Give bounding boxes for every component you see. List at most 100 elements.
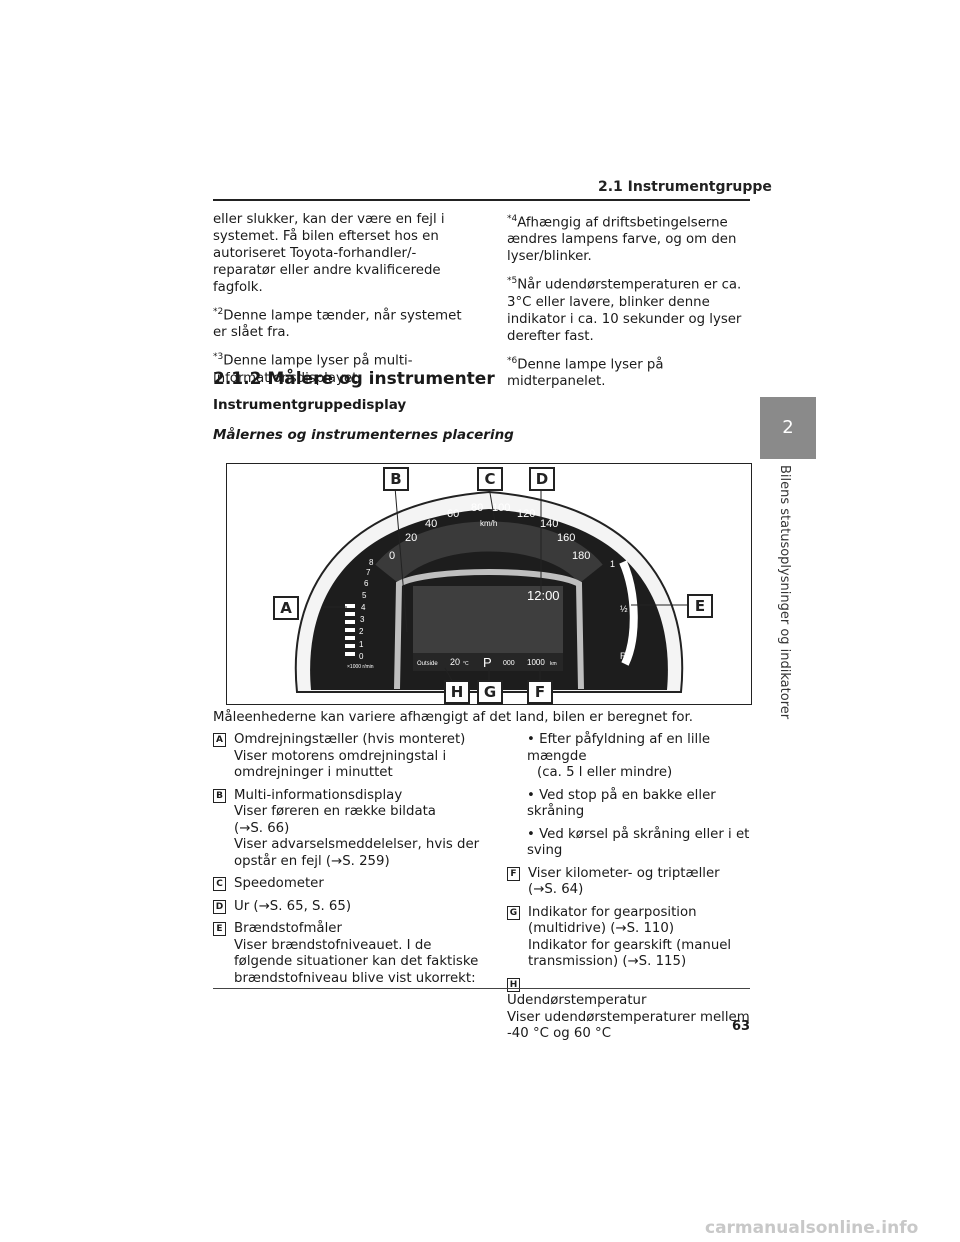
footnote-mark: *2 xyxy=(213,307,224,317)
item-letter: G xyxy=(507,905,520,920)
item-b: B Multi-informationsdisplay Viser førere… xyxy=(213,788,493,871)
item-h: H Udendørstemperatur Viser udendørstempe… xyxy=(507,977,750,1043)
item-letter: B xyxy=(213,788,226,803)
running-header: 2.1 Instrumentgruppe xyxy=(598,179,772,195)
item-d: D Ur (→S. 65, S. 65) xyxy=(213,899,493,916)
callout-f: F xyxy=(527,680,553,704)
footnote-3: *3Denne lampe lyser på multi-information… xyxy=(213,349,475,386)
item-line: Viser føreren en række bildata xyxy=(234,804,436,819)
item-letter: D xyxy=(213,899,226,914)
speed-tick: 120 xyxy=(517,508,535,520)
speed-tick: 20 xyxy=(405,532,417,544)
item-line: Udendørstemperatur xyxy=(507,993,647,1008)
chapter-side-text: Bilens statusoplysninger og indikatorer xyxy=(777,465,792,720)
rpm-bar xyxy=(345,644,355,648)
rpm-scale: 0 1 2 3 4 5 6 7 8 ×1000 r/min xyxy=(347,558,374,670)
figure-caption: Måleenhederne kan variere afhængigt af d… xyxy=(213,710,693,725)
page-number: 63 xyxy=(732,1019,751,1034)
display-status-bar xyxy=(413,653,563,671)
speed-tick: 80 xyxy=(471,502,483,514)
item-letter: F xyxy=(507,866,520,881)
item-line: Viser brændstofniveauet. I de xyxy=(234,937,432,953)
fuel-mark-full: 1 xyxy=(610,559,615,569)
fuel-mark-reserve: R xyxy=(620,651,627,661)
item-list-right: • Efter påfyldning af en lille mængde (c… xyxy=(507,732,750,1043)
chapter-tab: 2 xyxy=(760,397,816,459)
speed-tick: 160 xyxy=(557,532,575,544)
item-letter: H xyxy=(507,977,520,992)
rpm-bar xyxy=(345,628,355,632)
subsubheading: Målernes og instrumenternes placering xyxy=(213,427,514,443)
item-line: (→S. 64) xyxy=(528,882,584,897)
item-a: A Omdrejningstæller (hvis monteret) Vise… xyxy=(213,732,493,782)
item-line: Indikator for gearskift (manuel xyxy=(528,937,732,953)
speed-tick: 140 xyxy=(540,518,558,530)
footnote-mark: *5 xyxy=(507,276,518,287)
rpm-bar xyxy=(345,604,355,608)
speed-tick: 100 xyxy=(492,502,510,514)
header-rule xyxy=(213,199,750,201)
gear-indicator: P xyxy=(483,655,492,670)
speed-tick: 0 xyxy=(389,550,395,562)
right-column: *4Afhængig af driftsbetingelserne ændres… xyxy=(507,211,745,398)
display-frame xyxy=(394,569,584,690)
rpm-bar xyxy=(345,652,355,656)
speed-tick: 60 xyxy=(447,508,459,520)
outside-label: Outside xyxy=(417,661,438,667)
left-column: eller slukker, kan der være en fejl i sy… xyxy=(213,211,475,395)
footnote-text: Afhængig af driftsbetingelserne ændres l… xyxy=(507,215,737,265)
footer-rule xyxy=(213,988,750,989)
footnote-text: Denne lampe lyser på multi-informationsd… xyxy=(213,353,413,386)
callout-a: A xyxy=(273,596,299,620)
speed-tick: 180 xyxy=(572,550,590,562)
footnote-text: Denne lampe lyser på midterpanelet. xyxy=(507,357,664,390)
footnote-5: *5Når udendørstemperaturen er ca. 3°C el… xyxy=(507,273,745,344)
instrument-cluster-figure: 0 20 40 60 80 100 120 140 160 180 km/h 0… xyxy=(226,463,752,705)
footnote-mark: *3 xyxy=(213,352,224,363)
callout-b: B xyxy=(383,467,409,491)
bullet-hill-stop: • Ved stop på en bakke eller skråning xyxy=(507,788,750,821)
item-line: (multidrive) (→S. 110) xyxy=(528,921,675,936)
footnote-2: *2Denne lampe tænder, når systemet er sl… xyxy=(213,304,475,341)
item-f: F Viser kilometer- og triptæller (→S. 64… xyxy=(507,866,750,899)
item-line: brændstofniveau blive vist ukorrekt: xyxy=(234,970,476,986)
bullet-line: • Ved kørsel på skråning eller i et svin… xyxy=(527,826,750,859)
item-line: Indikator for gearposition xyxy=(528,904,697,920)
instrument-cluster-illustration: 0 20 40 60 80 100 120 140 160 180 km/h 0… xyxy=(294,486,689,693)
outside-temp-value: 20 xyxy=(450,657,460,667)
speed-scale: 0 20 40 60 80 100 120 140 160 180 km/h xyxy=(389,502,590,562)
odometer-unit: km xyxy=(550,661,557,667)
callout-h: H xyxy=(444,680,470,704)
rpm-bar xyxy=(345,612,355,616)
item-line: Ur (→S. 65, S. 65) xyxy=(234,898,352,914)
rpm-bar xyxy=(345,636,355,640)
item-line: Omdrejningstæller (hvis monteret) xyxy=(234,732,466,747)
item-e: E Brændstofmåler Viser brændstofniveauet… xyxy=(213,921,493,987)
rpm-tick: 5 xyxy=(362,591,367,600)
tachometer-gauge xyxy=(345,604,355,656)
callout-g: G xyxy=(477,680,503,704)
rpm-unit: ×1000 r/min xyxy=(347,664,374,670)
item-line: følgende situationer kan det faktiske xyxy=(234,954,479,969)
paragraph: eller slukker, kan der være en fejl i sy… xyxy=(213,212,445,295)
fuel-scale: 1 ½ R xyxy=(610,559,628,661)
leader-b xyxy=(394,486,408,633)
speed-unit: km/h xyxy=(480,519,497,528)
callout-e: E xyxy=(687,594,713,618)
outside-temp-unit: °C xyxy=(463,661,469,667)
chapter-side-label: Bilens statusoplysninger og indikatorer xyxy=(776,465,796,719)
rpm-tick: 7 xyxy=(366,568,371,577)
rpm-tick: 0 xyxy=(359,652,364,661)
footnote-mark: *4 xyxy=(507,214,518,224)
item-line: transmission) (→S. 115) xyxy=(528,954,687,969)
item-line: Brændstofmåler xyxy=(234,921,342,936)
leader-c xyxy=(488,486,496,523)
watermark: carmanualsonline.info xyxy=(705,1218,919,1238)
subheading: Instrumentgruppedisplay xyxy=(213,397,407,413)
bullet-line: • Ved stop på en bakke eller skråning xyxy=(527,787,716,820)
item-line: -40 °C og 60 °C xyxy=(507,1026,611,1041)
clock-readout: 12:00 xyxy=(527,588,560,603)
item-line: Multi-informationsdisplay xyxy=(234,787,403,803)
footnote-6: *6Denne lampe lyser på midterpanelet. xyxy=(507,353,745,390)
bullet-slope-drive: • Ved kørsel på skråning eller i et svin… xyxy=(507,827,750,860)
